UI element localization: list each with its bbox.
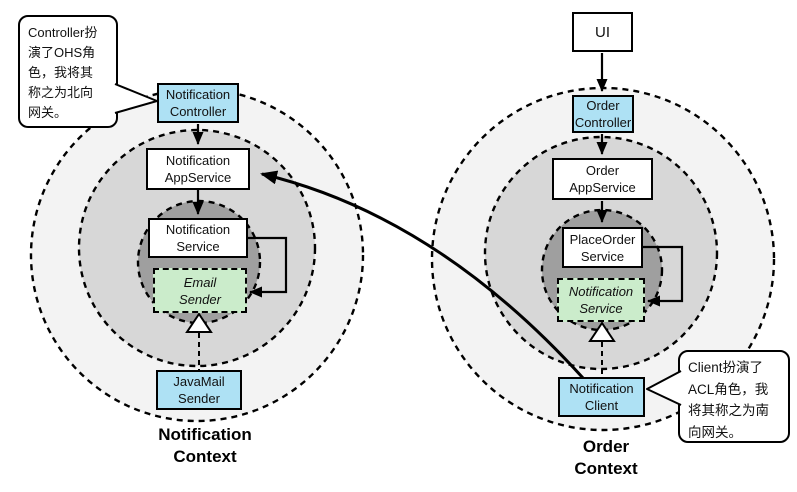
node-label: Notification [165,222,231,237]
node-order-controller: Order Controller [572,95,634,133]
node-label: PlaceOrder [569,231,636,247]
node-label: Service [579,301,623,316]
node-notification-service: Notification Service [148,218,248,258]
node-label: Notification [165,87,231,102]
node-order-appservice: Order AppService [552,158,653,200]
node-label: AppService [164,170,232,185]
callout-text-line: Client扮演了 [688,360,764,375]
callout-north-gateway: Controller扮 演了OHS角 色，我将其 称之为北向 网关。 [18,15,118,128]
node-label: Sender [178,391,220,406]
callout-text-line: 演了OHS角 [28,45,96,60]
callout-text-line: 称之为北向 [28,85,94,100]
arrow-placeorder-to-notification-service [643,245,684,307]
title-line: Context [574,459,638,478]
node-label: Service [580,248,625,264]
node-label: Order [586,98,620,113]
node-ui: UI [572,12,633,52]
node-label: Controller [574,115,632,130]
node-notification-controller: Notification Controller [157,83,239,123]
arrow-service-to-email-sender [248,236,288,298]
title-line: Notification [158,425,252,444]
notification-context-title: Notification Context [139,424,271,468]
node-javamail-sender: JavaMail Sender [156,370,242,410]
callout-south-gateway: Client扮演了 ACL角色，我 将其称之为南 向网关。 [678,350,790,443]
callout-text-line: 色，我将其 [28,65,94,80]
order-context-title: Order Context [546,436,666,480]
node-label: Client [584,398,619,413]
callout-text-line: 网关。 [28,105,68,120]
node-notification-client: Notification Client [558,377,645,417]
node-label: Email [183,274,217,290]
node-label: Notification [569,381,634,396]
node-notification-appservice: Notification AppService [146,148,250,190]
callout-text-line: Controller扮 [28,25,98,40]
node-label: Notification [165,153,231,168]
callout-text-line: ACL角色，我 [688,381,769,397]
callout-text-line: 向网关。 [688,424,742,440]
realization-triangle-notification-service [588,321,616,342]
node-label: Service [176,239,220,254]
node-label: Controller [169,104,227,119]
node-label: JavaMail [173,374,225,389]
node-label: Sender [179,291,221,307]
node-label: Order [585,163,620,178]
callout-text-line: 将其称之为南 [688,403,769,418]
realization-triangle-email-sender [185,312,213,333]
node-order-notification-service: Notification Service [557,278,645,322]
node-label: UI [595,23,610,41]
node-placeorder-service: PlaceOrder Service [562,227,643,268]
node-label: Notification [568,284,634,299]
arrow-client-to-notification-appservice [260,170,585,380]
node-label: AppService [569,180,636,195]
title-line: Context [173,447,237,466]
title-line: Order [582,437,630,456]
node-email-sender: Email Sender [153,268,247,313]
